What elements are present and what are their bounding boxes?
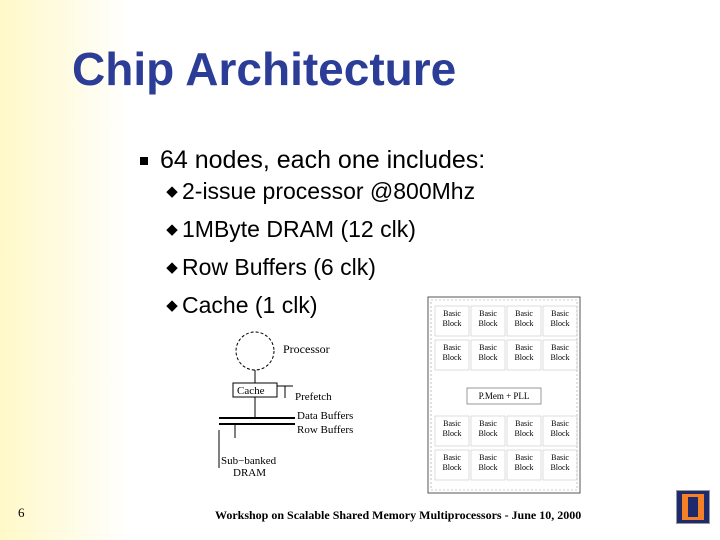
- page-number: 6: [18, 505, 25, 520]
- footer-text: Workshop on Scalable Shared Memory Multi…: [215, 508, 582, 522]
- main-bullet-text: 64 nodes, each one includes:: [160, 146, 486, 174]
- basic-block-cell: [434, 305, 470, 337]
- basic-label: Basic: [479, 309, 497, 318]
- sub-bullet-text: Cache (1 clk): [182, 292, 318, 318]
- block-label: Block: [442, 319, 461, 328]
- block-label: Block: [478, 463, 497, 472]
- diamond-bullet-icon: ◆: [166, 259, 178, 276]
- basic-label: Basic: [551, 309, 569, 318]
- sub-bullet: ◆2-issue processor @800Mhz: [162, 178, 475, 205]
- decorative-gradient-band: [0, 0, 130, 540]
- chip-pad-ring: [430, 299, 578, 491]
- basic-label: Basic: [479, 419, 497, 428]
- basic-label: Basic: [515, 453, 533, 462]
- prefetch-label: Prefetch: [295, 391, 332, 403]
- row-buffers-label: Row Buffers: [297, 424, 353, 436]
- basic-block-cell: [506, 305, 542, 337]
- basic-block-cell: [470, 339, 506, 371]
- basic-label: Basic: [515, 309, 533, 318]
- basic-label: Basic: [443, 343, 461, 352]
- basic-block-cell: [434, 339, 470, 371]
- center-block-label: P.Mem + PLL: [479, 391, 530, 401]
- sub-bullet-text: 1MByte DRAM (12 clk): [182, 216, 416, 242]
- basic-block-cell: [506, 339, 542, 371]
- basic-block-cell: [470, 305, 506, 337]
- basic-block-cell: [434, 449, 470, 481]
- basic-label: Basic: [479, 453, 497, 462]
- dram-label-line2: DRAM: [233, 467, 266, 479]
- basic-label: Basic: [443, 453, 461, 462]
- basic-label: Basic: [515, 419, 533, 428]
- block-label: Block: [550, 319, 569, 328]
- basic-label: Basic: [551, 343, 569, 352]
- block-label: Block: [442, 429, 461, 438]
- block-label: Block: [550, 463, 569, 472]
- basic-label: Basic: [479, 343, 497, 352]
- dram-label-line1: Sub−banked: [221, 455, 277, 467]
- block-label: Block: [442, 353, 461, 362]
- block-label: Block: [478, 429, 497, 438]
- block-label: Block: [550, 429, 569, 438]
- basic-block-cell: [542, 305, 578, 337]
- block-label: Block: [442, 463, 461, 472]
- data-buffers-label: Data Buffers: [297, 410, 353, 422]
- center-block: [466, 387, 542, 405]
- block-label: Block: [478, 353, 497, 362]
- basic-label: Basic: [443, 309, 461, 318]
- basic-block-cell: [542, 449, 578, 481]
- sub-bullet-text: Row Buffers (6 clk): [182, 254, 376, 280]
- basic-block-cell: [470, 415, 506, 447]
- basic-label: Basic: [551, 419, 569, 428]
- basic-block-cell: [506, 415, 542, 447]
- slide-title: Chip Architecture: [72, 43, 457, 95]
- processor-label: Processor: [283, 342, 330, 356]
- sub-bullet: ◆1MByte DRAM (12 clk): [162, 216, 416, 243]
- block-label: Block: [478, 319, 497, 328]
- block-label: Block: [514, 319, 533, 328]
- block-label: Block: [514, 463, 533, 472]
- sub-bullet: ◆Row Buffers (6 clk): [162, 254, 376, 281]
- chip-floorplan-diagram: BasicBlockBasicBlockBasicBlockBasicBlock…: [427, 296, 581, 494]
- university-logo: [676, 490, 710, 524]
- block-label: Block: [550, 353, 569, 362]
- block-label: Block: [514, 353, 533, 362]
- block-label: Block: [514, 429, 533, 438]
- basic-label: Basic: [443, 419, 461, 428]
- sub-bullet: ◆Cache (1 clk): [162, 292, 317, 319]
- diamond-bullet-icon: ◆: [166, 221, 178, 238]
- basic-label: Basic: [551, 453, 569, 462]
- logo-i-inner: [688, 497, 698, 517]
- node-diagram: Processor Cache Prefetch Data Buffers Ro…: [218, 331, 353, 479]
- basic-label: Basic: [515, 343, 533, 352]
- basic-block-cell: [542, 339, 578, 371]
- basic-block-cell: [506, 449, 542, 481]
- sub-bullet-text: 2-issue processor @800Mhz: [182, 178, 476, 204]
- cache-label: Cache: [237, 385, 265, 397]
- basic-block-cell: [434, 415, 470, 447]
- diamond-bullet-icon: ◆: [166, 297, 178, 314]
- basic-block-cell: [542, 415, 578, 447]
- square-bullet-icon: [140, 157, 148, 165]
- basic-block-cell: [470, 449, 506, 481]
- diamond-bullet-icon: ◆: [166, 183, 178, 200]
